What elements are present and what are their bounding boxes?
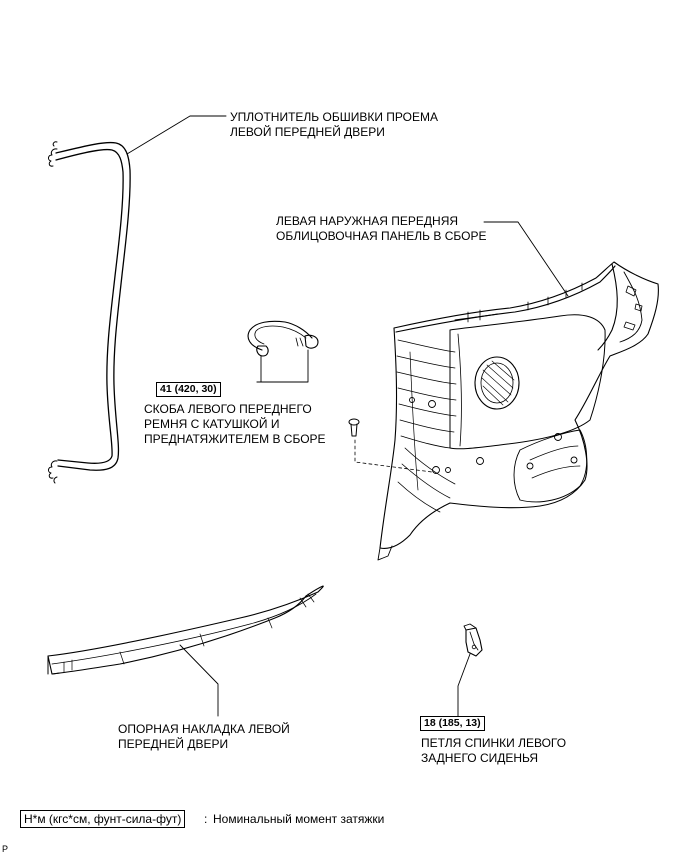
trim-clip-part <box>348 418 433 473</box>
quarter-trim-panel-label-line-1: ЛЕВАЯ НАРУЖНАЯ ПЕРЕДНЯЯ <box>276 214 459 228</box>
scuff-plate-part <box>47 585 324 675</box>
weatherstrip-part <box>48 141 131 484</box>
scuff-plate-leader <box>179 644 219 717</box>
quarter-trim-panel-label: ЛЕВАЯ НАРУЖНАЯ ПЕРЕДНЯЯ ОБЛИЦОВОЧНАЯ ПАН… <box>276 214 486 244</box>
hinge-torque-badge: 18 (185, 13) <box>420 716 485 731</box>
seatback-hinge-part <box>463 623 483 657</box>
quarter-trim-panel-part <box>377 261 659 561</box>
weatherstrip-label: УПЛОТНИТЕЛЬ ОБШИВКИ ПРОЕМА ЛЕВОЙ ПЕРЕДНЕ… <box>230 110 438 140</box>
bracket-torque-leader-2 <box>256 349 309 383</box>
bracket-torque-badge: 41 (420, 30) <box>156 382 221 397</box>
seatback-hinge-label-line-1: ПЕТЛЯ СПИНКИ ЛЕВОГО <box>421 736 567 750</box>
belt-anchor-bracket-label-line-3: ПРЕДНАТЯЖИТЕЛЕМ В СБОРЕ <box>144 432 326 446</box>
seatback-hinge-label: ПЕТЛЯ СПИНКИ ЛЕВОГО ЗАДНЕГО СИДЕНЬЯ <box>421 736 566 766</box>
belt-anchor-bracket-part <box>247 320 319 357</box>
scuff-plate-label-line-1: ОПОРНАЯ НАКЛАДКА ЛЕВОЙ <box>118 722 290 736</box>
corner-mark: P <box>2 844 9 854</box>
torque-unit-legend-box: Н*м (кгс*см, фунт-сила-фут) <box>20 810 186 828</box>
scuff-plate-label: ОПОРНАЯ НАКЛАДКА ЛЕВОЙ ПЕРЕДНЕЙ ДВЕРИ <box>118 722 290 752</box>
seatback-hinge-label-line-2: ЗАДНЕГО СИДЕНЬЯ <box>421 751 539 765</box>
weatherstrip-label-line-1: УПЛОТНИТЕЛЬ ОБШИВКИ ПРОЕМА <box>230 110 438 124</box>
weatherstrip-label-line-2: ЛЕВОЙ ПЕРЕДНЕЙ ДВЕРИ <box>230 125 385 139</box>
belt-anchor-bracket-label-line-1: СКОБА ЛЕВОГО ПЕРЕДНЕГО <box>144 402 312 416</box>
seatback-hinge-leader <box>457 653 471 717</box>
quarter-trim-panel-leader <box>483 221 569 297</box>
bracket-torque-leader <box>256 355 262 383</box>
legend-description: Номинальный момент затяжки <box>213 812 385 826</box>
quarter-trim-panel-label-line-2: ОБЛИЦОВОЧНАЯ ПАНЕЛЬ В СБОРЕ <box>276 229 487 243</box>
scuff-plate-label-line-2: ПЕРЕДНЕЙ ДВЕРИ <box>118 737 229 751</box>
belt-anchor-bracket-label-line-2: РЕМНЯ С КАТУШКОЙ И <box>144 417 280 431</box>
belt-anchor-bracket-label: СКОБА ЛЕВОГО ПЕРЕДНЕГО РЕМНЯ С КАТУШКОЙ … <box>144 402 326 447</box>
weatherstrip-leader <box>126 115 227 155</box>
legend-separator: : <box>204 812 208 826</box>
